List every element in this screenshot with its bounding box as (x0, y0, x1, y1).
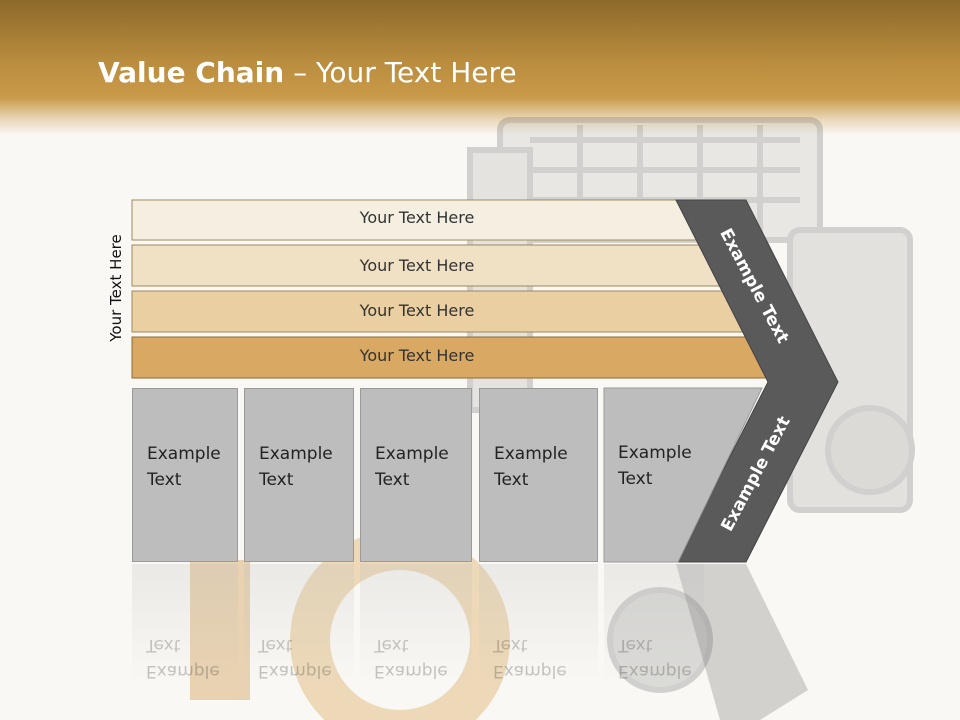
bar-label-4: Your Text Here (359, 346, 475, 365)
header-band (0, 0, 960, 135)
bar-label-3: Your Text Here (359, 301, 475, 320)
page-title: Value Chain – Your Text Here (98, 56, 517, 89)
column-shape-5 (603, 387, 763, 563)
bar-label-2: Your Text Here (359, 256, 475, 275)
bar-label-1: Your Text Here (359, 208, 475, 227)
chevron-reflection (676, 564, 808, 720)
chevron-shape (675, 199, 839, 563)
